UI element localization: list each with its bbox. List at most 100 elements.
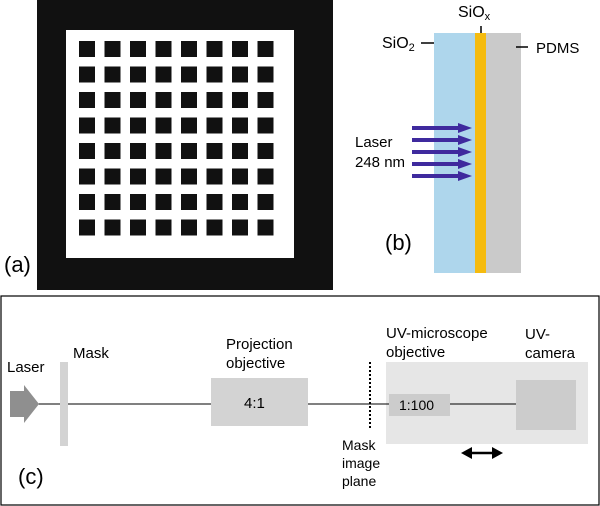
sio2-subscript: 2: [408, 42, 415, 54]
laser-arrow-head: [458, 123, 472, 133]
grid-square: [232, 41, 248, 57]
siox-label-text: SiO: [458, 4, 485, 21]
pdms-label: PDMS: [536, 40, 580, 57]
panel-c-label: (c): [18, 464, 44, 489]
grid-square: [206, 219, 223, 236]
projection-objective-label-1: Projection: [226, 336, 293, 353]
microscope-ratio: 1:100: [399, 397, 435, 413]
grid-square: [206, 168, 223, 185]
laser-arrow-head: [458, 159, 472, 169]
grid-square: [181, 194, 197, 210]
mask-image-plane-label-2: image: [342, 455, 381, 471]
grid-square: [257, 219, 274, 236]
laser-source-arrow: [10, 385, 39, 423]
grid-square: [104, 92, 121, 108]
siox-label: SiOx: [458, 5, 490, 23]
grid-square: [257, 92, 274, 108]
mask-label: Mask: [73, 345, 109, 362]
grid-square: [130, 143, 146, 159]
projection-ratio: 4:1: [244, 395, 265, 412]
sio2-label: SiO2: [382, 36, 415, 54]
grid-square: [257, 168, 274, 185]
grid-square: [232, 143, 248, 159]
grid-square: [206, 194, 223, 210]
grid-square: [155, 219, 172, 236]
uv-camera-label-1: UV-: [525, 326, 551, 343]
grid-square: [79, 168, 95, 185]
grid-square: [130, 41, 146, 57]
grid-square: [155, 194, 172, 210]
grid-square: [79, 219, 95, 236]
grid-square: [79, 41, 95, 57]
grid-square: [155, 92, 172, 108]
grid-square: [130, 92, 146, 108]
siox-subscript: x: [484, 11, 491, 23]
grid-square: [104, 168, 121, 185]
grid-square: [104, 41, 121, 57]
grid-square: [130, 117, 146, 134]
laser-label-line1: Laser: [355, 134, 393, 151]
translation-arrow: [461, 447, 503, 459]
laser-arrow-head: [458, 147, 472, 157]
grid-square: [181, 143, 197, 159]
grid-field: [66, 30, 294, 258]
grid-square: [206, 41, 223, 57]
grid-square: [155, 143, 172, 159]
grid-square: [181, 219, 197, 236]
grid-square: [130, 219, 146, 236]
grid-square: [257, 194, 274, 210]
grid-squares: [79, 41, 274, 236]
grid-square: [181, 117, 197, 134]
grid-square: [79, 143, 95, 159]
grid-square: [155, 66, 172, 83]
mask-image-plane-label-1: Mask: [342, 437, 376, 453]
uv-microscope-label-2: objective: [386, 344, 446, 361]
grid-square: [257, 41, 274, 57]
grid-square: [257, 143, 274, 159]
grid-square: [130, 66, 146, 83]
sio2-label-text: SiO: [382, 35, 409, 52]
grid-square: [232, 168, 248, 185]
panel-b-layers: [412, 26, 528, 273]
grid-square: [206, 117, 223, 134]
grid-square: [232, 219, 248, 236]
panel-a-label: (a): [4, 252, 31, 277]
grid-square: [79, 92, 95, 108]
grid-square: [79, 66, 95, 83]
laser-arrow-head: [458, 171, 472, 181]
laser-arrows: [412, 123, 472, 181]
grid-square: [232, 66, 248, 83]
panel-c-border: [0, 295, 600, 506]
grid-square: [232, 194, 248, 210]
mask: [60, 362, 68, 446]
laser-source-label: Laser: [7, 359, 45, 376]
grid-square: [79, 117, 95, 134]
panel-c-setup: [0, 295, 600, 506]
microscope-objective: [389, 394, 450, 416]
grid-square: [155, 168, 172, 185]
grid-square: [181, 92, 197, 108]
grid-square: [130, 194, 146, 210]
uv-microscope-label-1: UV-microscope: [386, 325, 488, 342]
grid-square: [130, 168, 146, 185]
grid-square: [181, 66, 197, 83]
pdms-layer: [486, 33, 521, 273]
grid-square: [206, 66, 223, 83]
laser-arrow-head: [458, 135, 472, 145]
grid-square: [206, 143, 223, 159]
grid-square: [155, 41, 172, 57]
grid-square: [104, 219, 121, 236]
grid-square: [155, 117, 172, 134]
grid-square: [257, 66, 274, 83]
grid-square: [257, 117, 274, 134]
laser-label-line2: 248 nm: [355, 154, 406, 171]
uv-camera: [516, 380, 576, 430]
grid-square: [206, 92, 223, 108]
projection-objective: [211, 378, 308, 426]
siox-layer: [475, 33, 486, 273]
grid-square: [104, 117, 121, 134]
grid-square: [232, 117, 248, 134]
grid-square: [104, 194, 121, 210]
grid-square: [79, 194, 95, 210]
